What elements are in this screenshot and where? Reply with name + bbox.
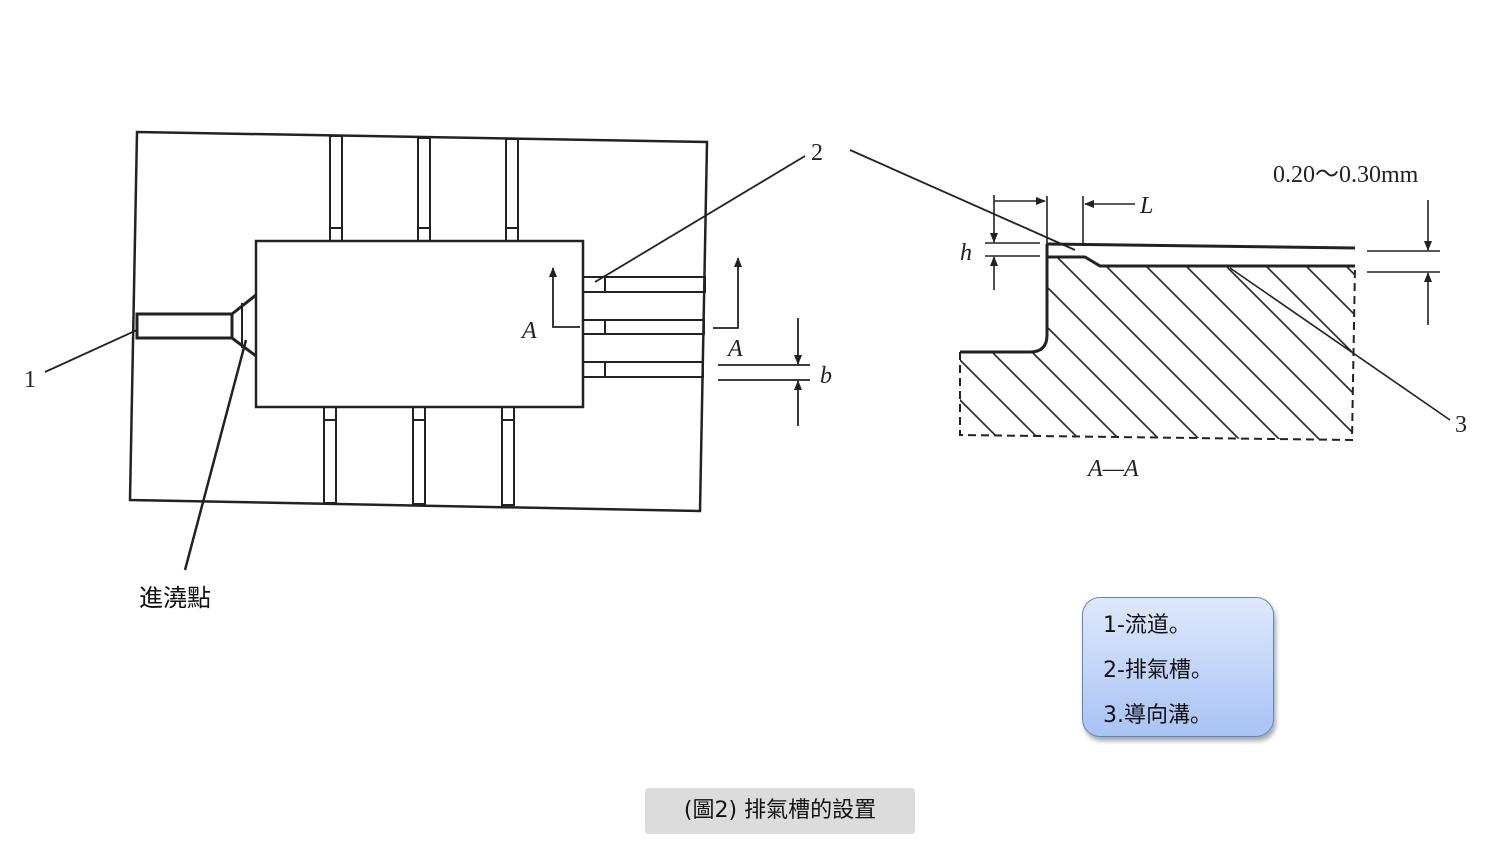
label-runner-number: 1	[24, 367, 36, 393]
label-depth-range: 0.20～0.30mm	[1273, 162, 1419, 188]
mold-plan-view	[44, 130, 1076, 571]
legend-item-guide: 3.導向溝。	[1103, 703, 1212, 728]
figure-caption: (圖2) 排氣槽的設置	[645, 788, 915, 834]
label-guide-number: 3	[1455, 412, 1467, 438]
legend-box: 1-流道。 2-排氣槽。 3.導向溝。	[1082, 597, 1274, 737]
section-arrow-left	[549, 267, 580, 328]
leader-2	[594, 155, 806, 283]
leader-1	[44, 329, 138, 373]
label-dim-h: h	[960, 240, 972, 266]
label-section-a-left: A	[520, 318, 537, 344]
label-gate: 進澆點	[139, 584, 211, 612]
bottom-vents	[323, 406, 515, 506]
cavity-wall	[960, 244, 1049, 354]
label-section-title: A—A	[1086, 456, 1139, 482]
right-vents	[582, 276, 706, 378]
section-arrow-right	[713, 257, 742, 329]
vent-floor	[1047, 255, 1355, 268]
label-vent-number: 2	[811, 140, 823, 166]
hatching	[960, 257, 1355, 440]
top-plate-line	[1046, 242, 1356, 250]
runner	[135, 293, 257, 358]
legend-item-vent: 2-排氣槽。	[1103, 658, 1213, 683]
leader-2b	[849, 149, 1076, 251]
leader-3	[1229, 267, 1451, 421]
label-section-a-right: A	[726, 336, 743, 362]
legend-item-runner: 1-流道。	[1103, 613, 1191, 638]
top-vents	[329, 135, 519, 242]
section-view	[959, 195, 1451, 442]
label-dim-L: L	[1139, 193, 1153, 219]
label-dim-b: b	[820, 363, 832, 389]
gate-leader	[183, 339, 248, 571]
